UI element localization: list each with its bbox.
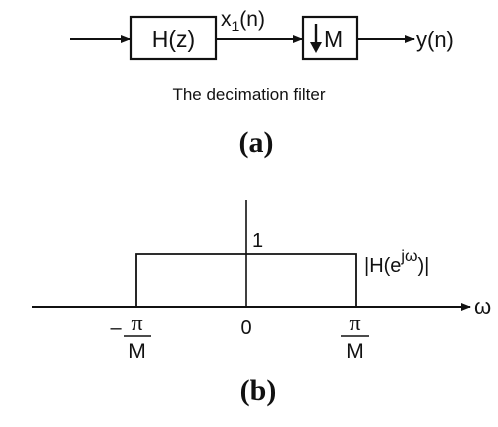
block-diagram: H(z) x1(n) M y(n) The decimation filter — [70, 8, 454, 104]
block-diagram-caption: The decimation filter — [172, 85, 325, 104]
downsampler-label: M — [324, 26, 343, 52]
height-label: 1 — [252, 230, 263, 252]
down-arrow-icon — [310, 24, 322, 53]
intermediate-signal-label: x1(n) — [221, 8, 265, 34]
tick-right-label: π M — [341, 310, 369, 363]
tick-left-sign: – — [110, 317, 122, 339]
panel-label-b: (b) — [240, 374, 277, 407]
tick-center-label: 0 — [240, 317, 251, 339]
tick-left-denominator: M — [128, 340, 146, 363]
tick-right-numerator: π — [349, 310, 360, 335]
ideal-lowpass-response — [135, 253, 357, 307]
panel-label-a: (a) — [239, 126, 274, 159]
filter-block-label: H(z) — [152, 26, 195, 52]
magnitude-label: |H(ejω)| — [364, 248, 429, 277]
output-signal-label: y(n) — [416, 27, 454, 52]
tick-left-label: – π M — [110, 310, 151, 363]
omega-axis-label: ω — [474, 294, 491, 319]
spectrum-plot: ω 1 |H(ejω)| 0 – π M π M — [32, 200, 491, 363]
tick-right-denominator: M — [346, 340, 364, 363]
tick-left-numerator: π — [131, 310, 142, 335]
